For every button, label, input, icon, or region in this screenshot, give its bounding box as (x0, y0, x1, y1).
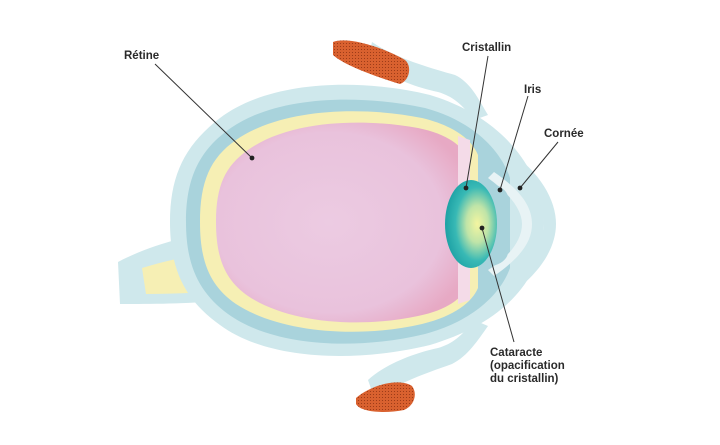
lower-eyelid (356, 320, 488, 412)
label-retine: Rétine (124, 50, 160, 62)
lens (445, 180, 497, 268)
label-cataracte-line1: Cataracte (490, 347, 543, 359)
label-cataracte-line3: du cristallin) (490, 373, 559, 385)
vitreous-body (216, 122, 468, 323)
leader-dots (249, 155, 523, 231)
upper-eyelid (333, 40, 488, 120)
label-iris: Iris (524, 84, 542, 96)
label-cornee: Cornée (544, 128, 584, 140)
leader-lines (154, 55, 559, 343)
label-cristallin: Cristallin (462, 42, 512, 54)
label-cataracte: Cataracte (opacification du cristallin) (490, 347, 610, 386)
cornea (500, 150, 556, 296)
label-cataracte-line2: (opacification (490, 360, 565, 372)
